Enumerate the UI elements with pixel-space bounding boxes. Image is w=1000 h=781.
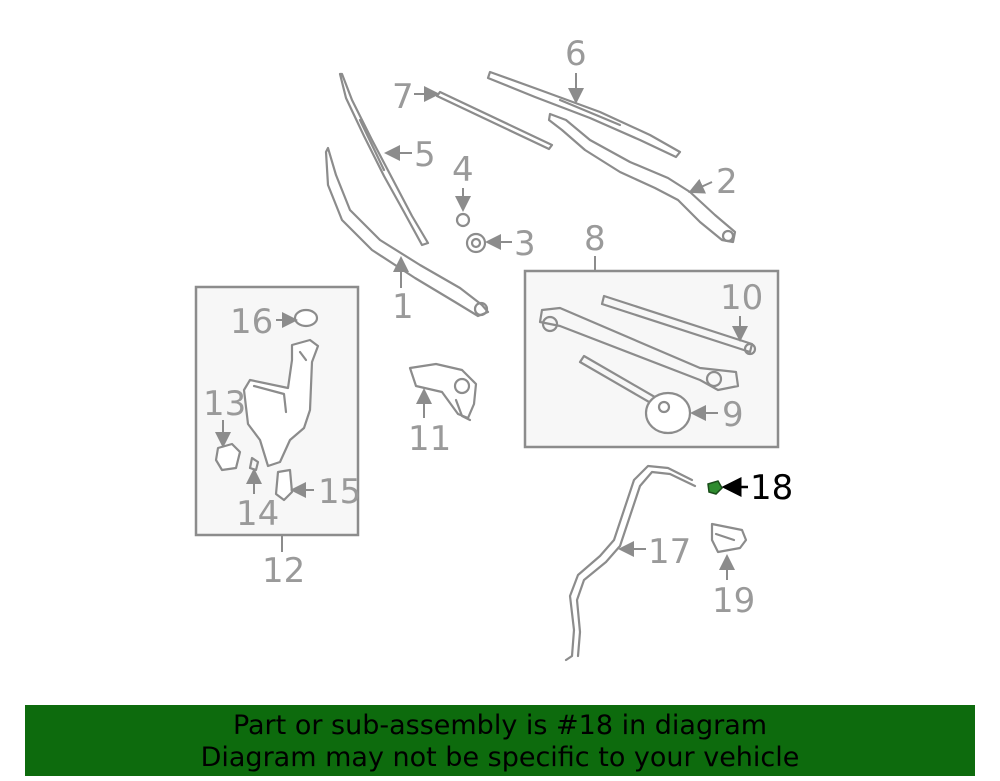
callout-5: 5 [414, 135, 436, 175]
callout-16: 16 [230, 302, 273, 342]
callout-8: 8 [584, 219, 606, 259]
level-sensor-15 [274, 468, 294, 502]
callout-7: 7 [392, 77, 414, 117]
washer-nozzle-19 [710, 522, 748, 554]
leader-2 [688, 178, 713, 194]
callout-2: 2 [716, 162, 738, 202]
linkage-assembly [538, 294, 757, 435]
callout-18: 18 [750, 468, 793, 508]
notice-banner: Part or sub-assembly is #18 in diagram D… [25, 705, 975, 776]
callout-13: 13 [203, 384, 246, 424]
callout-17: 17 [648, 532, 691, 572]
callout-15: 15 [318, 472, 361, 512]
callout-4: 4 [452, 150, 474, 190]
part-18-clip[interactable] [707, 480, 723, 495]
callout-12: 12 [262, 551, 305, 591]
callout-10: 10 [720, 278, 763, 318]
highlighted-part-18[interactable] [707, 480, 723, 495]
callout-1: 1 [392, 287, 414, 327]
callout-14: 14 [236, 494, 279, 534]
wiper-blade-right [486, 70, 682, 159]
cap-part-4 [455, 212, 471, 228]
callout-9: 9 [722, 395, 744, 435]
blade-refill-7 [435, 90, 554, 151]
washer-reservoir [242, 338, 320, 468]
wiper-blade-left [338, 72, 430, 247]
nut-part-3 [465, 232, 487, 254]
wiper-motor-11 [408, 362, 478, 422]
callout-11: 11 [408, 419, 451, 459]
callout-19: 19 [712, 581, 755, 621]
washer-pump-13 [214, 442, 242, 472]
wiper-arm-left [324, 146, 490, 318]
banner-line-2: Diagram may not be specific to your vehi… [200, 742, 800, 773]
parts-diagram: 1 2 3 4 5 6 7 8 9 10 11 12 13 14 15 16 1… [194, 34, 793, 662]
callout-3: 3 [514, 224, 536, 264]
banner-line-1: Part or sub-assembly is #18 in diagram [232, 710, 768, 741]
callout-6: 6 [565, 34, 587, 74]
reservoir-cap-16 [293, 308, 319, 328]
wiper-arm-right [547, 112, 737, 244]
